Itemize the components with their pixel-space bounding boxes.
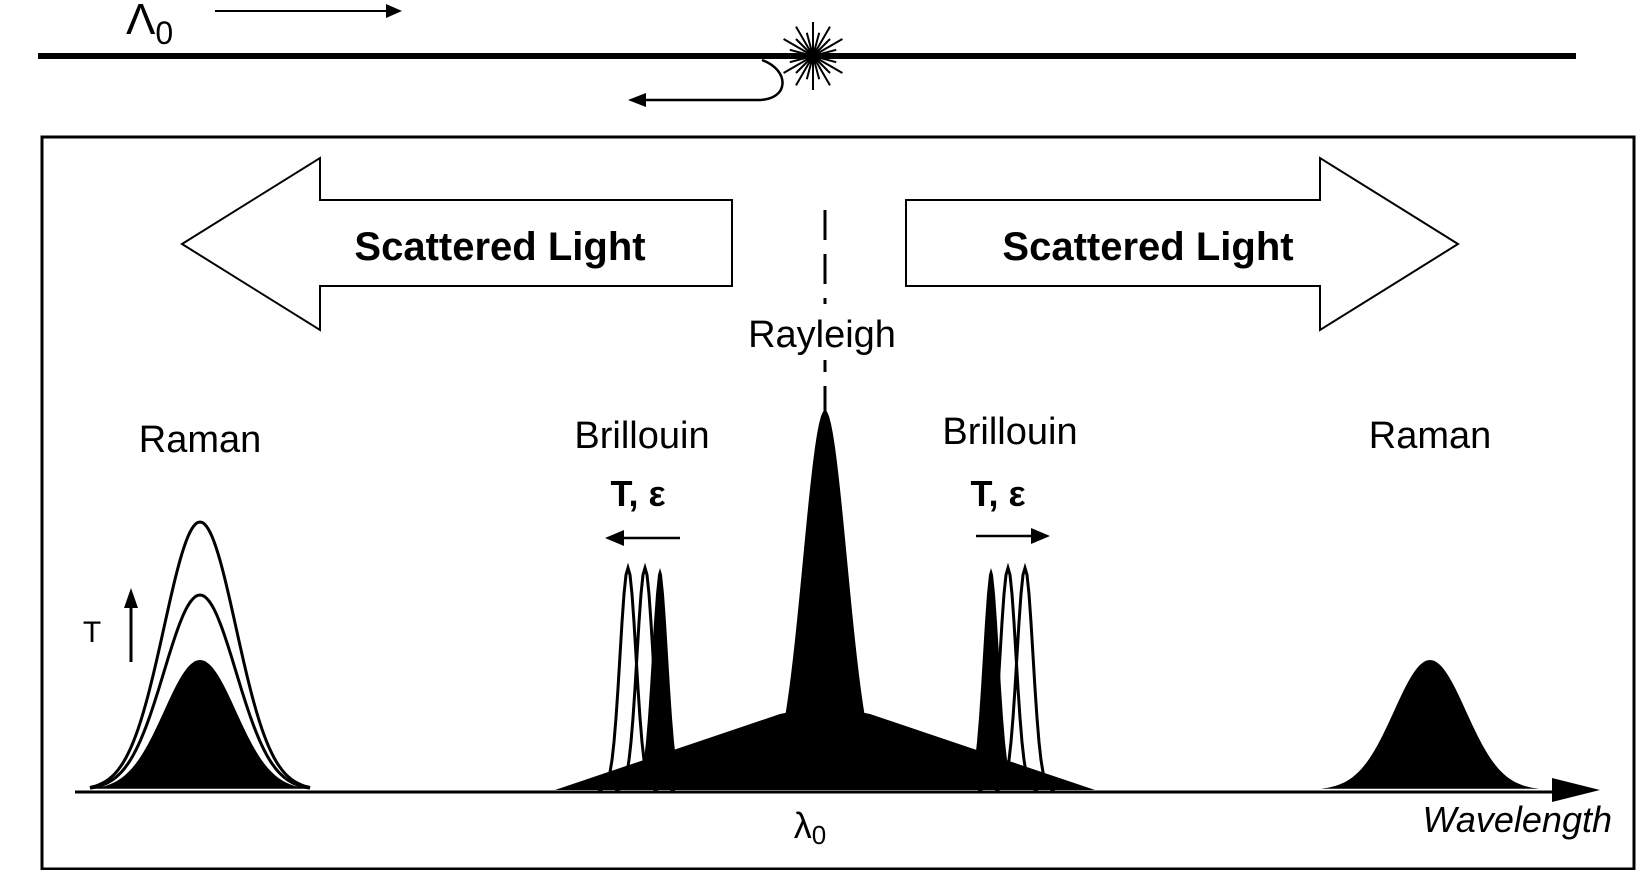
brillouin-left-t-epsilon: T, ε	[610, 473, 665, 514]
raman-left-label: Raman	[139, 419, 262, 461]
center-wavelength-label: λ0	[794, 805, 826, 850]
starburst-ray	[812, 48, 837, 57]
starburst-ray	[812, 38, 843, 57]
raman-left-peak-high	[89, 520, 311, 789]
scattering-point-starburst	[779, 22, 847, 90]
starburst-ray	[789, 48, 814, 57]
rayleigh-peak	[745, 410, 905, 790]
starburst-ray	[783, 38, 814, 57]
rayleigh-label: Rayleigh	[748, 314, 896, 356]
starburst-ray	[812, 55, 843, 74]
incident-arrow-head	[386, 4, 402, 18]
backscatter-arrow-head	[628, 93, 646, 107]
spectrum-frame	[40, 135, 1636, 870]
x-axis-label: Wavelength	[1423, 799, 1612, 840]
raman-left-peak-base	[90, 660, 310, 789]
starburst-ray	[805, 55, 814, 80]
brillouin-right-peak	[961, 568, 1021, 790]
starburst-ray	[812, 26, 831, 57]
backscatter-arrow-curve	[638, 58, 784, 102]
starburst-ray	[812, 55, 831, 74]
starburst-ray	[789, 55, 814, 64]
right-scattered-light-arrow: Scattered Light	[905, 156, 1460, 332]
starburst-ray	[805, 32, 814, 57]
right-scattered-light-label: Scattered Light	[1002, 225, 1293, 269]
starburst-ray	[812, 38, 831, 57]
x-axis-arrowhead	[1552, 778, 1600, 802]
starburst-ray	[795, 26, 814, 57]
starburst-ray	[783, 55, 814, 74]
incident-wavelength-label: Λ0	[126, 0, 173, 51]
left-scattered-light-arrow: Scattered Light	[180, 156, 733, 332]
starburst-ray	[812, 55, 837, 64]
raman-right-label: Raman	[1369, 415, 1492, 457]
starburst-ray	[795, 38, 814, 57]
brillouin-left-peak	[630, 568, 690, 790]
brillouin-right-label: Brillouin	[942, 411, 1077, 453]
left-scattered-light-label: Scattered Light	[354, 225, 645, 269]
starburst-ray	[812, 32, 821, 57]
fiber-section: Λ0	[38, 0, 1576, 107]
raman-right-peak	[1320, 660, 1540, 789]
starburst-ray	[795, 55, 814, 86]
raman-left-peak-mid	[89, 593, 311, 790]
brillouin-right-t-epsilon: T, ε	[970, 473, 1025, 514]
brillouin-left-label: Brillouin	[574, 415, 709, 457]
temperature-label: T	[83, 616, 101, 649]
spectrum-peaks	[89, 410, 1540, 792]
starburst-ray	[795, 55, 814, 74]
starburst-ray	[812, 55, 821, 80]
starburst-ray	[812, 55, 831, 86]
